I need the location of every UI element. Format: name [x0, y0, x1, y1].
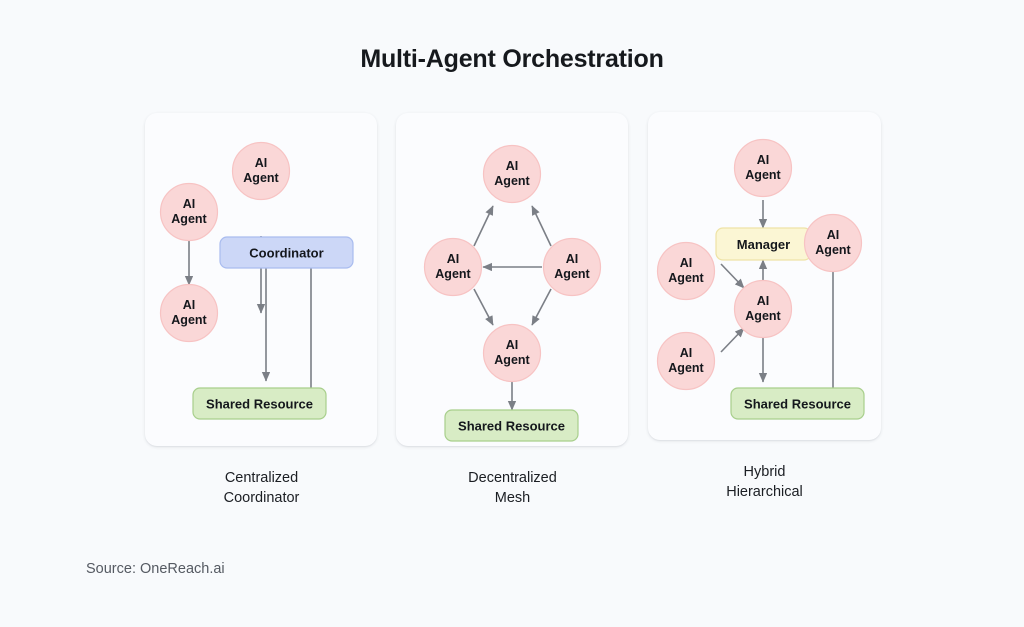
agent-top-label-line2: Agent	[494, 174, 530, 188]
edge-left-lower-to-center	[720, 327, 745, 353]
source-note: Source: OneReach.ai	[86, 561, 225, 577]
node-agent-right: AI Agent	[542, 237, 602, 297]
node-shared-resource: Shared Resource	[730, 387, 865, 420]
agent-left-label-line1: AI	[447, 252, 460, 266]
agent-left-upper-label-line2: Agent	[668, 271, 704, 285]
agent-top-label-line2: Agent	[243, 171, 279, 185]
agent-left-lower-label-line1: AI	[680, 346, 693, 360]
agent-right-label-line2: Agent	[554, 267, 590, 281]
caption-line-2: Mesh	[494, 490, 531, 506]
node-agent-top: AI Agent	[733, 138, 793, 198]
agent-lower-label-line2: Agent	[171, 313, 207, 327]
node-agent-right: AI Agent	[803, 213, 863, 273]
caption-line-1: Hybrid	[743, 464, 786, 480]
caption-line-2: Hierarchical	[726, 484, 803, 500]
agent-top-label-line1: AI	[255, 156, 268, 170]
shared-resource-label: Shared Resource	[458, 419, 565, 434]
node-agent-top: AI Agent	[482, 144, 542, 204]
caption-centralized-coordinator: Centralized Coordinator	[145, 468, 378, 508]
shared-resource-label: Shared Resource	[206, 397, 313, 412]
panel-row: Coordinator Shared Resource AI Agent AI	[145, 112, 881, 446]
agent-left-label-line2: Agent	[435, 267, 471, 281]
node-agent-left-upper: AI Agent	[656, 241, 716, 301]
panel-captions: Centralized Coordinator Decentralized Me…	[145, 452, 881, 512]
agent-left-lower-label-line2: Agent	[668, 361, 704, 375]
node-manager: Manager	[715, 227, 812, 261]
agent-top-label-line1: AI	[506, 159, 519, 173]
edge-right-to-top	[531, 205, 552, 247]
shared-resource-label: Shared Resource	[744, 397, 851, 412]
panel-centralized-coordinator: Coordinator Shared Resource AI Agent AI	[145, 113, 377, 446]
agent-right-label-line1: AI	[827, 228, 840, 242]
node-coordinator: Coordinator	[219, 236, 354, 269]
caption-line-1: Decentralized	[468, 470, 557, 486]
agent-right-label-line1: AI	[566, 252, 579, 266]
agent-right-label-line2: Agent	[815, 243, 851, 257]
edge-left-to-bottom	[473, 288, 494, 326]
agent-bottom-label-line2: Agent	[494, 353, 530, 367]
page-title: Multi-Agent Orchestration	[360, 45, 664, 73]
caption-hybrid-hierarchical: Hybrid Hierarchical	[648, 462, 881, 502]
panel-decentralized-mesh: Shared Resource AI Agent AI Agent	[396, 113, 628, 446]
node-agent-lower: AI Agent	[159, 283, 219, 343]
edge-left-to-top	[473, 205, 494, 247]
agent-top-label-line2: Agent	[745, 168, 781, 182]
node-agent-left: AI Agent	[159, 182, 219, 242]
node-agent-top: AI Agent	[231, 141, 291, 201]
edge-right-to-bottom	[531, 288, 552, 326]
agent-left-upper-label-line1: AI	[680, 256, 693, 270]
caption-decentralized-mesh: Decentralized Mesh	[396, 468, 629, 508]
agent-center-label-line2: Agent	[745, 309, 781, 323]
agent-left-label-line1: AI	[183, 197, 196, 211]
agent-bottom-label-line1: AI	[506, 338, 519, 352]
node-agent-left: AI Agent	[423, 237, 483, 297]
agent-center-label-line1: AI	[757, 294, 770, 308]
node-shared-resource: Shared Resource	[192, 387, 327, 420]
node-agent-bottom: AI Agent	[482, 323, 542, 383]
agent-top-label-line1: AI	[757, 153, 770, 167]
node-agent-center: AI Agent	[733, 279, 793, 339]
agent-lower-label-line1: AI	[183, 298, 196, 312]
coordinator-label: Coordinator	[249, 246, 323, 261]
node-shared-resource: Shared Resource	[444, 409, 579, 442]
caption-line-1: Centralized	[224, 470, 299, 486]
node-agent-left-lower: AI Agent	[656, 331, 716, 391]
manager-label: Manager	[737, 237, 790, 252]
caption-line-2: Coordinator	[223, 490, 300, 506]
agent-left-label-line2: Agent	[171, 212, 207, 226]
edge-left-upper-to-center	[720, 263, 745, 289]
panel-hybrid-hierarchical: Manager Shared Resource AI Agent AI	[648, 112, 881, 440]
